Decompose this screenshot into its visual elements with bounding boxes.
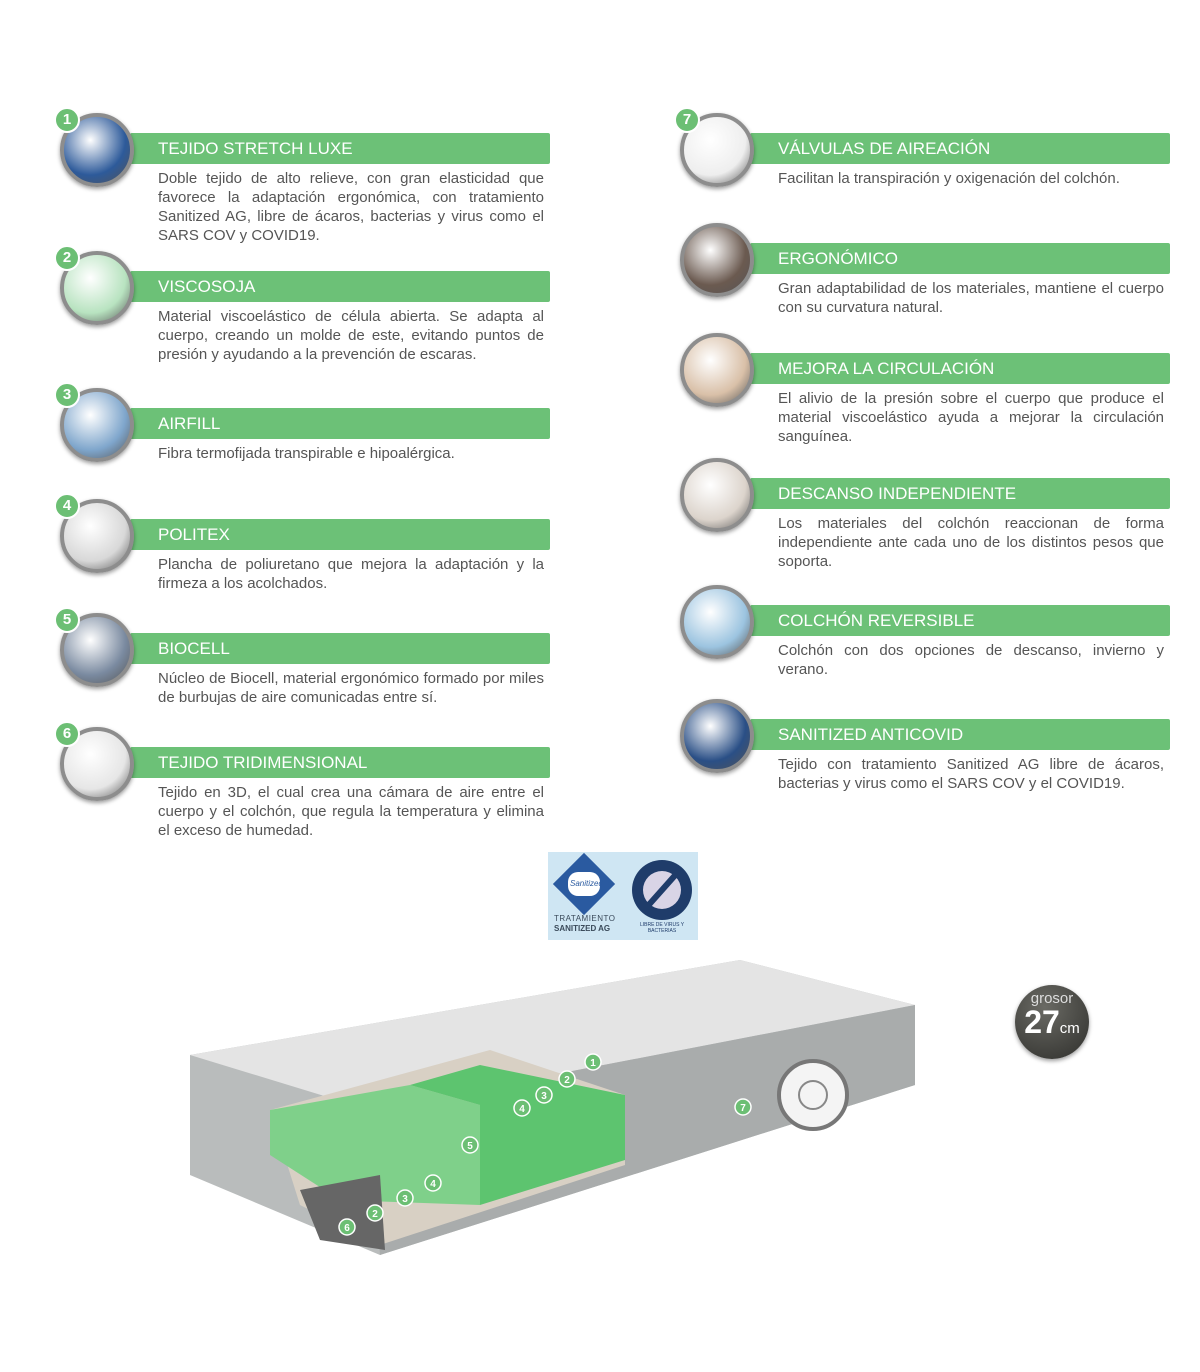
feature-title: POLITEX — [130, 519, 550, 550]
feature-title: VISCOSOJA — [130, 271, 550, 302]
mattress-layer-marker: 7 — [734, 1098, 752, 1116]
feature-description: Núcleo de Biocell, material ergonómico f… — [158, 670, 544, 706]
svg-text:5: 5 — [467, 1141, 473, 1152]
svg-text:3: 3 — [402, 1194, 408, 1205]
svg-text:4: 4 — [519, 1104, 525, 1115]
feature-description: Colchón con dos opciones de descanso, in… — [778, 642, 1164, 678]
feature-number-badge: 2 — [54, 245, 80, 271]
feature-image-icon — [680, 458, 754, 532]
feature-title: TEJIDO TRIDIMENSIONAL — [130, 747, 550, 778]
feature-number-badge: 3 — [54, 382, 80, 408]
feature-description: Material viscoelástico de célula abierta… — [158, 308, 544, 363]
mattress-layer-marker: 4 — [424, 1174, 442, 1192]
feature-title: SANITIZED ANTICOVID — [750, 719, 1170, 750]
feature-title: COLCHÓN REVERSIBLE — [750, 605, 1170, 636]
thickness-label: grosor — [1030, 990, 1074, 1007]
feature-title: AIRFILL — [130, 408, 550, 439]
mattress-layer-marker: 6 — [338, 1218, 356, 1236]
mattress-layer-marker: 3 — [396, 1189, 414, 1207]
feature-number-badge: 6 — [54, 721, 80, 747]
feature-image-icon — [680, 699, 754, 773]
feature-title: TEJIDO STRETCH LUXE — [130, 133, 550, 164]
feature-description: Fibra termofijada transpirable e hipoalé… — [158, 445, 455, 462]
thickness-badge: grosor 27cm — [1015, 985, 1089, 1059]
thickness-unit: cm — [1059, 1020, 1080, 1037]
feature-number-badge: 7 — [674, 107, 700, 133]
sanitized-logo-text: Sanitized — [570, 879, 603, 888]
mattress-layer-marker: 2 — [558, 1070, 576, 1088]
svg-text:6: 6 — [344, 1223, 350, 1234]
feature-number-badge: 5 — [54, 607, 80, 633]
feature-description: Tejido en 3D, el cual crea una cámara de… — [158, 784, 544, 839]
feature-number-badge: 4 — [54, 493, 80, 519]
mattress-layer-marker: 2 — [366, 1204, 384, 1222]
feature-description: Plancha de poliuretano que mejora la ada… — [158, 556, 544, 592]
sanitized-logo-icon — [552, 852, 692, 920]
feature-image-icon — [60, 727, 134, 801]
feature-description: Tejido con tratamiento Sanitized AG libr… — [778, 756, 1164, 792]
feature-number-badge: 1 — [54, 107, 80, 133]
svg-text:4: 4 — [430, 1179, 436, 1190]
sanitized-line2: SANITIZED AG — [554, 924, 611, 933]
virus-free-seal-text: LIBRE DE VIRUS Y BACTERIAS — [639, 922, 685, 934]
svg-text:2: 2 — [564, 1075, 570, 1086]
feature-title: MEJORA LA CIRCULACIÓN — [750, 353, 1170, 384]
svg-text:3: 3 — [541, 1091, 547, 1102]
feature-description: Doble tejido de alto relieve, con gran e… — [158, 170, 544, 244]
feature-description: Gran adaptabilidad de los materiales, ma… — [778, 280, 1164, 316]
svg-text:1: 1 — [590, 1058, 596, 1069]
mattress-layer-marker: 5 — [461, 1136, 479, 1154]
feature-image-icon — [680, 585, 754, 659]
feature-title: DESCANSO INDEPENDIENTE — [750, 478, 1170, 509]
feature-description: El alivio de la presión sobre el cuerpo … — [778, 390, 1164, 445]
feature-title: BIOCELL — [130, 633, 550, 664]
feature-image-icon — [680, 333, 754, 407]
mattress-layer-marker: 1 — [584, 1053, 602, 1071]
feature-description: Facilitan la transpiración y oxigenación… — [778, 170, 1120, 187]
sanitized-line1: TRATAMIENTO — [554, 914, 616, 923]
feature-description: Los materiales del colchón reaccionan de… — [778, 515, 1164, 570]
feature-title: VÁLVULAS DE AIREACIÓN — [750, 133, 1170, 164]
feature-title: ERGONÓMICO — [750, 243, 1170, 274]
sanitized-certification-badge: Sanitized TRATAMIENTO SANITIZED AG LIBRE… — [548, 852, 698, 940]
svg-text:7: 7 — [740, 1103, 746, 1114]
mattress-layer-marker: 4 — [513, 1099, 531, 1117]
feature-image-icon — [680, 223, 754, 297]
mattress-layer-marker: 3 — [535, 1086, 553, 1104]
thickness-value: 27 — [1024, 1004, 1060, 1040]
svg-text:2: 2 — [372, 1209, 378, 1220]
mattress-illustration: 1 2 3 4 5 2 3 4 6 7 — [190, 960, 915, 1255]
